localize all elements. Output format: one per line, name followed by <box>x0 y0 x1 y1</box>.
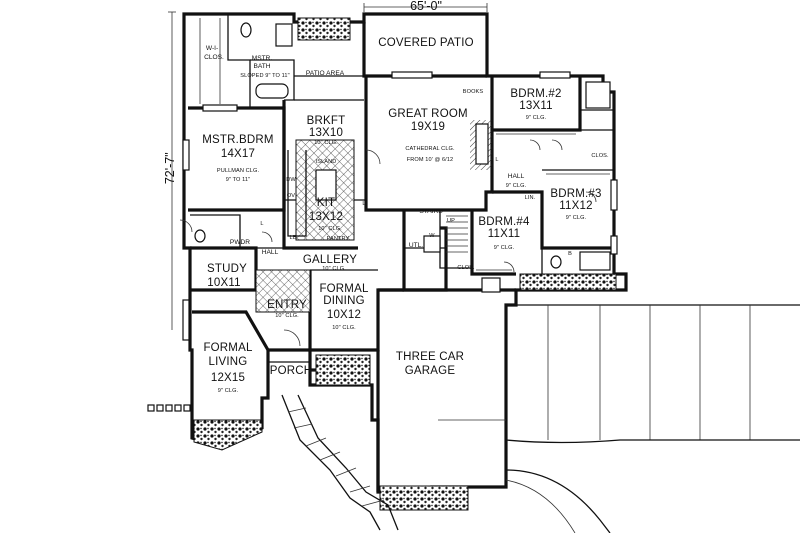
linen-symbol-l2: L <box>362 201 366 207</box>
bdrm3-label: BDRM.#3 <box>550 188 602 200</box>
symbol-ov: OV <box>286 193 296 199</box>
mstr-bath-label-1: MSTR. <box>251 55 273 62</box>
covered-patio-label: COVERED PATIO <box>378 37 474 49</box>
kit-label: KIT <box>316 197 336 209</box>
brkft-size: 13X10 <box>308 127 344 139</box>
entry-label: ENTRY <box>267 299 307 311</box>
shrub-bed-garage <box>379 485 469 511</box>
bdrm2-size: 13X11 <box>519 100 553 112</box>
mstr-bdrm-label: MSTR.BDRM <box>202 134 274 146</box>
patio-area-label: PATIO AREA <box>305 70 345 77</box>
hall-right-label: HALL <box>507 173 525 180</box>
toilet-pwdr <box>194 229 206 243</box>
shrub-bed-porch <box>315 354 371 386</box>
brkft-ceiling: 10" CLG. <box>314 140 338 146</box>
formal-living-label-2: LIVING <box>208 356 248 368</box>
pwdr-label: PWDR <box>229 239 251 246</box>
overall-width-dimension <box>363 3 488 12</box>
bdrm2-label: BDRM.#2 <box>510 88 562 100</box>
entry-ceiling: 10" CLG. <box>275 313 299 319</box>
stairs-label: STAIRS <box>419 208 443 215</box>
symbol-lb: LB <box>289 235 297 241</box>
clos-b-label: CLOS. <box>457 265 475 271</box>
great-room-ceiling-2: FROM 10' @ 6/12 <box>406 157 454 163</box>
books-label: BOOKS <box>462 89 484 95</box>
mstr-bath-ceiling: SLOPED 9" TO 11" <box>240 73 290 79</box>
kit-ceiling: 10" CLG. <box>318 226 342 232</box>
formal-dining-label-2: DINING <box>323 295 365 307</box>
formal-living-label-1: FORMAL <box>203 342 253 354</box>
hall-right-ceiling: 9" CLG. <box>505 183 527 189</box>
bdrm2-ceiling: 9" CLG. <box>525 115 547 121</box>
brkft-label: BRKFT <box>306 115 346 127</box>
bathtub-master <box>255 83 289 99</box>
clos-a-label: CLOS. <box>591 153 609 159</box>
bdrm4-size: 11X11 <box>487 228 521 240</box>
stair-treads <box>446 215 468 253</box>
toilet-master <box>240 22 252 38</box>
tub-bdrm2 <box>585 81 611 109</box>
bdrm4-label: BDRM.#4 <box>478 216 530 228</box>
kitchen-counter <box>287 150 307 237</box>
front-walk <box>281 394 399 531</box>
wi-clos-label-1: W-I- <box>205 45 219 52</box>
garage-label-2: GARAGE <box>404 365 456 377</box>
study-label: STUDY <box>207 263 247 275</box>
formal-dining-size: 10X12 <box>326 309 362 321</box>
wi-clos-label-2: CLOS. <box>204 54 224 61</box>
symbol-w: W <box>429 233 435 239</box>
tub-bdrm3 <box>579 251 611 271</box>
linen-symbol-l1: L <box>495 157 499 163</box>
linen-symbol-l3: L <box>260 221 264 227</box>
formal-living-size: 12X15 <box>210 372 246 384</box>
kit-size: 13X12 <box>308 211 344 223</box>
door-swings <box>179 139 597 347</box>
mstr-bdrm-ceiling-2: 9" TO 11" <box>225 177 251 183</box>
utl-label: UTL. <box>408 242 424 249</box>
symbol-b: B <box>568 251 572 257</box>
toilet-bdrm3 <box>550 255 562 269</box>
closet-shelves <box>199 18 610 271</box>
study-size: 10X11 <box>207 277 241 289</box>
formal-living-ceiling: 9" CLG. <box>217 388 239 394</box>
pantry-label: PANTRY <box>326 236 350 242</box>
bdrm3-size: 11X12 <box>559 200 593 212</box>
mstr-bdrm-size: 14X17 <box>220 148 256 160</box>
stepping-stones <box>147 404 191 412</box>
mstr-bdrm-ceiling-1: PULLMAN CLG. <box>216 168 260 174</box>
hall-left-label: HALL <box>261 249 279 256</box>
garage-label-1: THREE CAR <box>395 351 465 363</box>
formal-dining-label-1: FORMAL <box>319 283 369 295</box>
mstr-bath-label-2: BATH <box>253 63 271 70</box>
formal-dining-ceiling: 10" CLG. <box>332 325 356 331</box>
shrub-bed-patio <box>297 17 351 41</box>
shrub-bed-living <box>193 419 263 451</box>
windows <box>182 71 618 341</box>
shrub-bed-right <box>519 273 617 291</box>
overall-depth-label: 72'-7" <box>162 152 177 185</box>
symbol-dw: DW <box>286 177 296 183</box>
porch-label: PORCH <box>269 365 313 377</box>
kitchen-island <box>315 169 337 201</box>
overall-depth-dimension <box>168 11 176 330</box>
bdrm4-ceiling: 9" CLG. <box>493 245 515 251</box>
great-room-label: GREAT ROOM <box>388 108 468 120</box>
entry-tile-floor <box>255 269 311 313</box>
island-label: ISLAND <box>315 159 337 165</box>
gallery-ceiling: 10" CLG. <box>322 266 346 272</box>
stairs-up-label: UP <box>447 218 455 224</box>
water-heater <box>481 277 501 293</box>
gallery-label: GALLERY <box>302 254 358 266</box>
overall-width-label: 65'-0" <box>410 0 442 13</box>
great-room-size: 19X19 <box>410 121 446 133</box>
driveway <box>505 304 800 533</box>
washer <box>423 235 441 253</box>
bdrm3-ceiling: 9" CLG. <box>565 215 587 221</box>
great-room-ceiling-1: CATHEDRAL CLG. <box>405 146 455 152</box>
shower-master <box>275 23 293 47</box>
lin-label: LIN. <box>524 195 536 201</box>
